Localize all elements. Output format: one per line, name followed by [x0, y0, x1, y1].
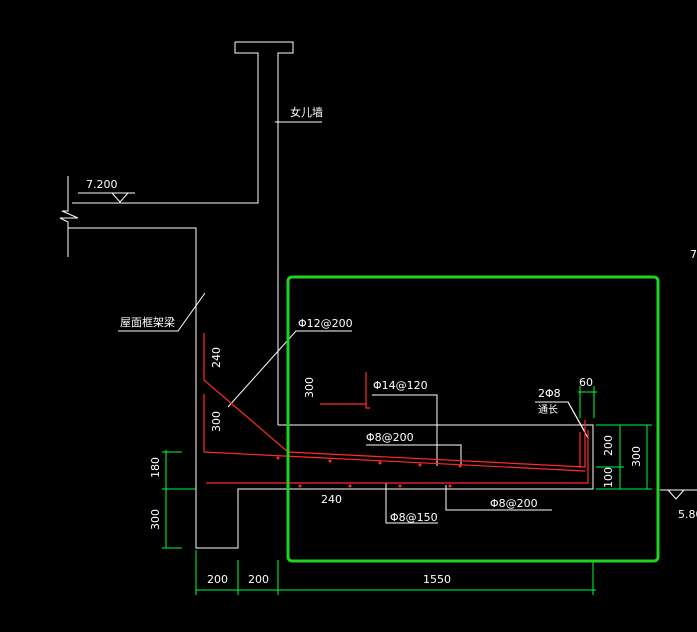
elevation-mark-right [660, 489, 697, 500]
phi8-200-b-label: Φ8@200 [490, 497, 538, 510]
phi14-leader [372, 394, 438, 466]
bottom-bar [206, 430, 589, 484]
dim-300-left: 300 [210, 411, 223, 432]
dim-180-left: 180 [149, 457, 162, 478]
slab-bottom-outline [68, 227, 594, 549]
rebar-dot [378, 461, 382, 465]
dim-200-right: 200 [602, 435, 615, 456]
rebar-dot [348, 484, 352, 488]
rebar-dot [276, 456, 280, 460]
dimension-lines [162, 386, 652, 595]
phi14-label: Φ14@120 [373, 379, 428, 392]
dim-200-b: 200 [248, 573, 269, 586]
dim-200-a: 200 [207, 573, 228, 586]
through-label: 通长 [538, 404, 558, 416]
phi8-200-a-label: Φ8@200 [366, 431, 414, 444]
rebar-dot [298, 484, 302, 488]
break-line [59, 176, 79, 257]
dim-300-hook: 300 [303, 377, 316, 398]
phi8-200-a-leader [366, 444, 462, 466]
edge-label: 7 [690, 248, 697, 261]
elevation-top-label: 7.200 [86, 178, 118, 191]
parapet-inner [72, 42, 259, 204]
bent-bar [203, 333, 586, 468]
structure-outline [59, 41, 594, 549]
dim-240-bottom: 240 [321, 493, 342, 506]
dim-300-right: 300 [630, 446, 643, 467]
rebar-dot [448, 484, 452, 488]
dim-1550: 1550 [423, 573, 451, 586]
dim-300-left-low: 300 [149, 509, 162, 530]
rebar-dot [398, 484, 402, 488]
dim-100-right: 100 [602, 467, 615, 488]
roof-beam-label: 屋面框架梁 [120, 315, 175, 329]
phi8-150-label: Φ8@150 [390, 511, 438, 524]
parapet-label: 女儿墙 [290, 105, 323, 119]
parapet-cap [235, 41, 294, 425]
highlight-box[interactable] [286, 275, 660, 563]
phi8-150-leader [385, 483, 438, 524]
phi12-leader [227, 330, 352, 408]
rebar-dot [418, 463, 422, 467]
dim-60: 60 [579, 376, 593, 389]
bent-bar-lower [203, 394, 586, 472]
elevation-mark-top [78, 192, 135, 203]
rebar-dot [328, 459, 332, 463]
rebar-dot [458, 464, 462, 468]
roof-beam-leader [118, 292, 206, 332]
2phi8-label: 2Φ8 [538, 387, 561, 400]
rebar-lines [203, 333, 589, 488]
elevation-right-label: 5.80 [678, 508, 697, 521]
phi12-label: Φ12@200 [298, 317, 353, 330]
phi8-200-b-leader [445, 485, 552, 511]
dim-240-upper: 240 [210, 347, 223, 368]
top-hook-bar [365, 372, 370, 409]
